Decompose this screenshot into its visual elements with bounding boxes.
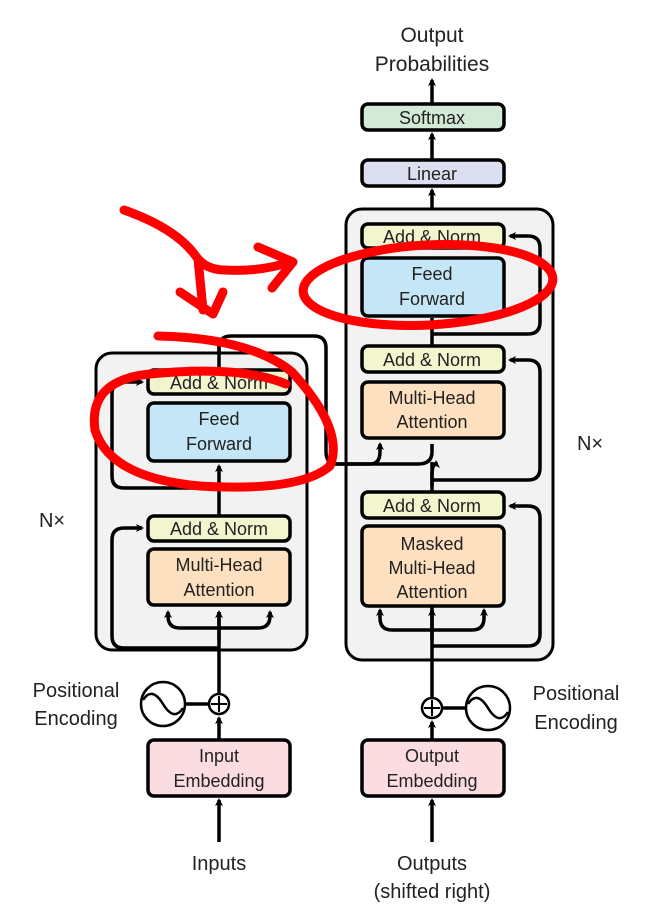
decoder-add-norm-mid-label: Add & Norm [383,350,481,370]
encoder-feed-forward-label-2: Forward [186,434,252,454]
encoder-repeat-label: N× [39,510,65,532]
encoder-pe-label-1: Positional [33,680,120,702]
decoder-feed-forward-block [360,256,506,318]
decoder-add-norm-bottom [360,490,506,520]
annotation-arrowhead-down [175,254,228,319]
output-probabilities-label-line2: Probabilities [375,53,489,76]
decoder-pe-label-2: Encoding [534,712,617,734]
masked-attention-label-3: Attention [396,582,467,602]
linear-block [360,158,506,188]
encoder-residual-1 [110,524,219,650]
encoder-attention-label-2: Attention [183,580,254,600]
encoder-add-norm-bottom [146,514,292,543]
encoder-pe-label-2: Encoding [34,708,117,730]
cross-attention-label-1: Multi-Head [388,388,475,408]
encoder-feed-forward-label-1: Feed [198,409,239,429]
softmax-block [360,102,506,132]
outputs-label-1: Outputs [397,853,467,875]
decoder-residual-2 [432,356,542,482]
decoder-residual-3 [432,232,542,336]
encoder-multi-head-attention-block [146,547,292,607]
annotation-curved-arrow [119,205,295,275]
encoder-add-norm-bottom-label: Add & Norm [170,519,268,539]
output-embedding-label-1: Output [405,746,459,766]
linear-label: Linear [407,164,457,184]
encoder-to-decoder-key [326,444,434,466]
output-embedding-block [360,738,506,798]
input-embedding-label-2: Embedding [173,771,264,791]
outputs-label-2: (shifted right) [374,881,491,903]
cross-attn-query [430,460,440,486]
softmax-label: Softmax [399,108,465,128]
masked-multi-head-attention-block [360,524,506,608]
cross-attention-label-2: Attention [396,412,467,432]
inputs-label: Inputs [192,853,246,875]
annotation-circle-decoder-ff [298,240,558,330]
masked-attn-qkv-right [432,608,488,632]
decoder-feed-forward-label-2: Forward [399,289,465,309]
decoder-add-norm-mid [360,344,506,374]
decoder-residual-1 [432,502,542,648]
encoder-add-norm-top-label: Add & Norm [170,373,268,393]
encoder-attention-label-1: Multi-Head [175,555,262,575]
decoder-repeat-label: N× [577,433,603,455]
output-embedding-label-2: Embedding [386,771,477,791]
decoder-feed-forward-label-1: Feed [411,264,452,284]
encoder-feed-forward-block [146,401,292,463]
annotation-arrowhead-right [253,242,298,293]
decoder-add-norm-bottom-label: Add & Norm [383,496,481,516]
encoder-attn-qkv-left [164,610,219,630]
decoder-pe-label-1: Positional [533,683,620,705]
output-probabilities-label-line1: Output [400,24,463,47]
input-embedding-block [146,738,292,798]
masked-attention-label-1: Masked [400,534,463,554]
multi-head-attention-cross-block [360,380,506,440]
masked-attn-qkv-left [376,608,432,632]
masked-attention-label-2: Multi-Head [388,558,475,578]
encoder-attn-qkv-right [219,610,274,630]
annotation-circle-encoder-ff [89,331,338,492]
input-embedding-label-1: Input [199,746,239,766]
